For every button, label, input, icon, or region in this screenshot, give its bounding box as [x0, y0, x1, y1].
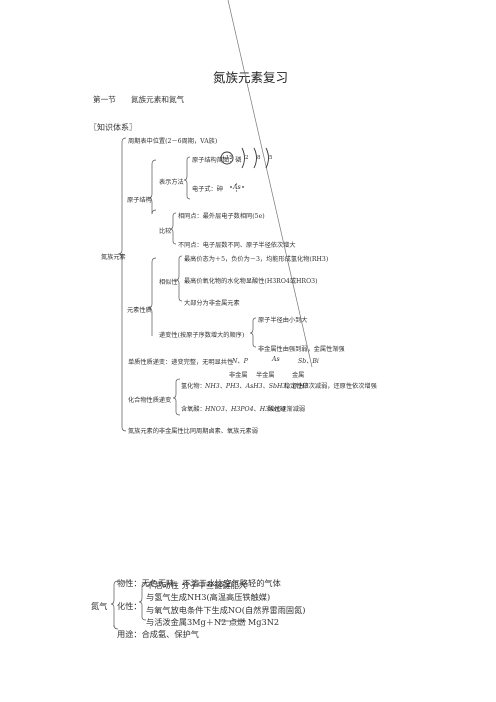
label-semimetal: 半金属: [256, 372, 275, 379]
similarity-item-2: 最高价氧化物的水化物显酸性(H3RO4或HRO3): [184, 278, 318, 285]
hydride-prefix: 氢化物：: [181, 383, 206, 390]
compare-label: 比较: [159, 228, 172, 235]
electron-formula-symbol: As: [233, 184, 241, 191]
nitrogen-chem-4: 与活泼金属3Mg＋N2 点燃 Mg3N2: [146, 617, 280, 627]
page-title: 氮族元素复习: [213, 70, 289, 85]
section-number: 第一节: [93, 95, 116, 104]
atomic-structure-label: 原子结构: [127, 197, 152, 204]
gradual-item-1: 原子半径由小到大: [258, 317, 308, 324]
nitrogen-root-label: 氮气: [91, 601, 108, 611]
oxyacid-trend: 酸性逐渐减弱: [268, 406, 306, 413]
compounds-label: 化合物性质递变: [128, 397, 172, 404]
nitrogen-chem-3: 与氧气放电条件下生成NO(自然界雷雨固氮): [146, 605, 306, 615]
gradual-label: 递变性(按原子序数增大的顺序): [159, 332, 245, 339]
similarity-item-1: 最高价态为＋5，负价为－3，均能形成氢化物(RH3): [184, 256, 329, 263]
shell-3: 5: [269, 155, 273, 161]
nitrogen-chem-label: 化性：: [117, 601, 142, 611]
atom-diagram-label: 原子结构简图：磷: [192, 157, 242, 164]
tree-root-label: 氮族元素: [101, 254, 126, 261]
similarity-item-3: 大部分为非金属元素: [184, 300, 240, 307]
element-group-nonmetal: N、P: [232, 358, 248, 365]
same-point: 相同点：最外层电子数相同(5e): [178, 213, 265, 220]
nitrogen-chem-1: 不活动性 分子中叁键键能大: [146, 580, 247, 590]
nucleus-charge: +15: [221, 155, 233, 161]
shell-2: 8: [257, 155, 261, 161]
nitrogen-chem-2: 与氢气生成NH3(高温高压铁触媒): [146, 592, 271, 602]
hydride-list: NH3、PH3、AsH3、SbH3、BiH3: [205, 383, 309, 390]
similarity-label: 相似性: [159, 279, 178, 286]
periodic-position: 周期表中位置(2－6周期，VA族): [128, 138, 218, 145]
nitrogen-physical: 物性：无色无味、不溶于水比空气略轻的气体: [117, 578, 281, 588]
electron-formula-label: 电子式：砷: [192, 186, 223, 193]
label-nonmetal: 非金属: [229, 372, 248, 379]
element-group-semimetal: As: [272, 356, 280, 363]
element-group-metal: Sb、Bi: [298, 358, 319, 365]
label-metal: 金属: [292, 372, 305, 379]
oxyacid-prefix: 含氧酸：: [181, 406, 206, 413]
oxyacid-list: HNO3、H3PO4、H3AsO4: [205, 406, 286, 413]
hydride-trend: 稳定性依次减弱，还原性依次增强: [284, 383, 377, 390]
diff-point: 不同点：电子层数不同、原子半径依次增大: [178, 242, 296, 249]
section-name: 氮族元素和氮气: [131, 95, 185, 104]
elements-row-prefix: 单质性质递变：递变完整，无明显共性: [128, 359, 234, 366]
element-properties-label: 元素性质: [127, 307, 152, 314]
representation-methods-label: 表示方法: [159, 179, 184, 186]
bottom-summary: 氮族元素的非金属性比同周期卤素、氧族元素弱: [128, 428, 258, 435]
knowledge-header: 〖知识体系〗: [89, 123, 137, 132]
shell-1: 2: [245, 155, 249, 161]
nitrogen-use: 用途：合成氨、保护气: [117, 629, 199, 639]
gradual-item-2: 非金属性由强到弱，金属性渐强: [258, 346, 345, 353]
